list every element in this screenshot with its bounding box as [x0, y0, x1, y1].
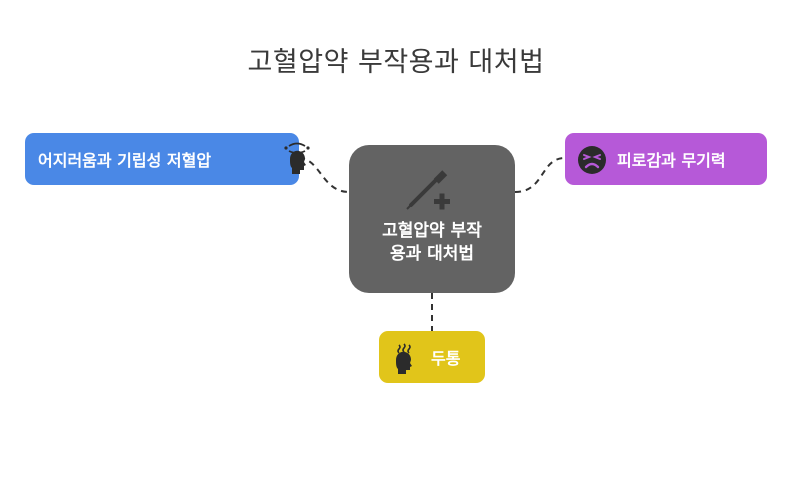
central-topic-line-2: 용과 대처법: [389, 244, 475, 264]
branch-headache-label: 두통: [431, 349, 461, 368]
connector-right: [514, 157, 566, 193]
branch-headache[interactable]: 두통: [379, 331, 485, 383]
central-topic-label: 고혈압약 부작 용과 대처법: [349, 220, 515, 266]
dizzy-head-icon: [284, 142, 310, 174]
branch-dizziness[interactable]: 어지러움과 기립성 저혈압: [25, 133, 310, 185]
branch-fatigue[interactable]: 피로감과 무기력: [565, 133, 767, 185]
branch-fatigue-label: 피로감과 무기력: [617, 151, 726, 170]
headache-head-icon: [396, 343, 412, 374]
syringe-plus-icon: [406, 170, 450, 210]
tired-face-icon: [578, 146, 606, 174]
central-topic-line-1: 고혈압약 부작: [382, 221, 482, 241]
branch-dizziness-label: 어지러움과 기립성 저혈압: [38, 151, 212, 170]
central-topic-node[interactable]: 고혈압약 부작 용과 대처법: [349, 145, 515, 293]
diagram-title: 고혈압약 부작용과 대처법: [247, 47, 545, 78]
